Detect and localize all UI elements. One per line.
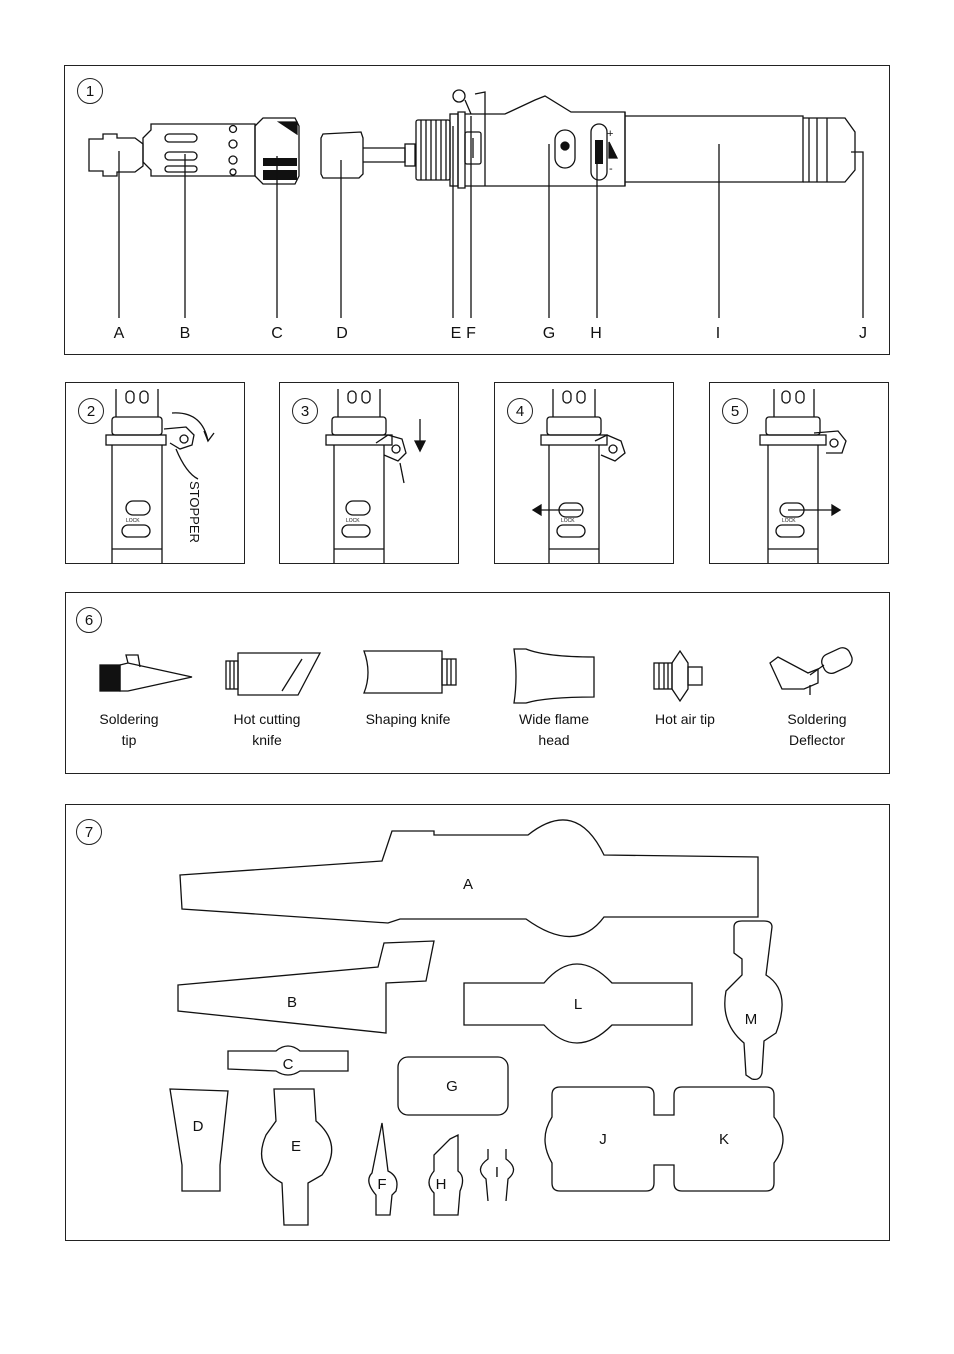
- figure-2-drawing: LOCK STOPPER: [105, 389, 215, 563]
- figure-6-number: 6: [76, 607, 102, 633]
- figure-7-case-layout: 7 A: [65, 804, 890, 1241]
- label-g: G: [543, 325, 555, 342]
- figure-2-stopper-step: 2 LOCK STOPPER: [65, 382, 245, 564]
- part-body: [452, 89, 856, 189]
- label-i: I: [716, 325, 720, 342]
- caption-line: Shaping knife: [365, 711, 451, 727]
- soldering-deflector-icon: [769, 647, 853, 695]
- caption-shaping-knife: Shaping knife: [348, 709, 468, 730]
- figure-1-number: 1: [77, 78, 103, 104]
- cutout-label-i: I: [495, 1164, 499, 1181]
- cutout-l: [463, 963, 693, 1044]
- figure-4-number: 4: [507, 398, 533, 424]
- part-labels: A B C D E F G H I J: [114, 325, 867, 342]
- label-b: B: [180, 325, 191, 342]
- cutout-label-b: B: [287, 994, 297, 1011]
- case-cutout-drawing: A B C D E F G H I J K L M: [169, 819, 784, 1226]
- caption-line: Hot air tip: [655, 711, 715, 727]
- caption-line: head: [538, 732, 570, 748]
- cutout-g: [397, 1056, 509, 1116]
- cutout-j-k: [544, 1086, 784, 1192]
- cutout-label-c: C: [283, 1056, 294, 1073]
- stopper-label: STOPPER: [187, 481, 202, 543]
- figure-5-drawing: LOCK: [759, 389, 847, 563]
- part-c-nut: [254, 117, 300, 185]
- figure-2-number: 2: [78, 398, 104, 424]
- caption-soldering-tip: Soldering tip: [69, 709, 189, 751]
- soldering-tip-icon: [99, 654, 193, 692]
- caption-wide-flame-head: Wide flame head: [494, 709, 614, 751]
- shaping-knife-icon: [363, 650, 457, 694]
- part-e-ring: [415, 113, 459, 187]
- cutout-b: [177, 940, 435, 1034]
- cutout-label-l: L: [574, 996, 582, 1013]
- switch-plus-sign: +: [607, 128, 613, 140]
- cutout-i: [479, 1149, 515, 1202]
- figure-5-number: 5: [722, 398, 748, 424]
- label-f: F: [466, 325, 476, 342]
- caption-hot-cutting-knife: Hot cutting knife: [207, 709, 327, 751]
- lock-label: LOCK: [126, 518, 140, 524]
- hot-air-tip-icon: [653, 649, 703, 703]
- cutout-label-d: D: [193, 1118, 204, 1135]
- label-h: H: [590, 325, 602, 342]
- caption-line: Soldering: [787, 711, 847, 727]
- cutout-label-e: E: [291, 1138, 301, 1155]
- cutout-a: [179, 819, 759, 938]
- cutout-c: [227, 1045, 349, 1076]
- caption-hot-air-tip: Hot air tip: [625, 709, 745, 730]
- caption-soldering-deflector: Soldering Deflector: [757, 709, 877, 751]
- hot-cutting-knife-icon: [225, 652, 322, 696]
- part-b-catalyst: [142, 123, 256, 177]
- accessory-drawings: [99, 647, 853, 704]
- switch-minus-sign: -: [609, 163, 613, 175]
- cutout-m: [724, 920, 783, 1081]
- cutout-f: [368, 1122, 398, 1216]
- cutout-h: [428, 1133, 464, 1216]
- lock-label: LOCK: [782, 518, 796, 524]
- caption-line: Wide flame: [518, 711, 590, 727]
- lock-label: LOCK: [346, 518, 360, 524]
- figure-3-number: 3: [292, 398, 318, 424]
- figure-1-exploded-view: 1: [64, 65, 890, 355]
- cutout-label-g: G: [446, 1078, 458, 1095]
- figure-4-drawing: LOCK: [531, 389, 626, 563]
- label-e: E: [451, 325, 462, 342]
- cutout-e: [261, 1088, 333, 1226]
- caption-line: tip: [121, 732, 137, 748]
- cutout-label-k: K: [719, 1131, 729, 1148]
- cutout-label-a: A: [463, 876, 473, 893]
- label-d: D: [336, 325, 348, 342]
- cutout-label-j: J: [599, 1131, 607, 1148]
- label-c: C: [271, 325, 283, 342]
- part-d-cap: [320, 131, 416, 179]
- label-a: A: [114, 325, 125, 342]
- caption-line: knife: [252, 732, 282, 748]
- caption-line: Soldering: [99, 711, 159, 727]
- cutout-d: [169, 1088, 229, 1192]
- figure-7-number: 7: [76, 819, 102, 845]
- caption-line: Deflector: [788, 732, 846, 748]
- figure-3-press-step: 3 LOCK: [279, 382, 459, 564]
- figure-4-slide-left-step: 4 LOCK: [494, 382, 674, 564]
- cutout-label-f: F: [377, 1176, 386, 1193]
- figure-3-drawing: LOCK: [325, 389, 427, 563]
- cutout-labels: A B C D E F G H I J K L M: [193, 876, 758, 1193]
- wide-flame-head-icon: [513, 648, 595, 704]
- cutout-label-h: H: [436, 1176, 447, 1193]
- soldering-iron-exploded-drawing: + - A B C D E F G H I J: [88, 89, 867, 342]
- lock-label: LOCK: [561, 518, 575, 524]
- caption-line: Hot cutting: [233, 711, 301, 727]
- figure-5-slide-right-step: 5 LOCK: [709, 382, 889, 564]
- figure-6-accessories: 6: [65, 592, 890, 774]
- part-a-tip: [88, 133, 144, 177]
- cutout-label-m: M: [745, 1011, 758, 1028]
- label-j: J: [859, 325, 867, 342]
